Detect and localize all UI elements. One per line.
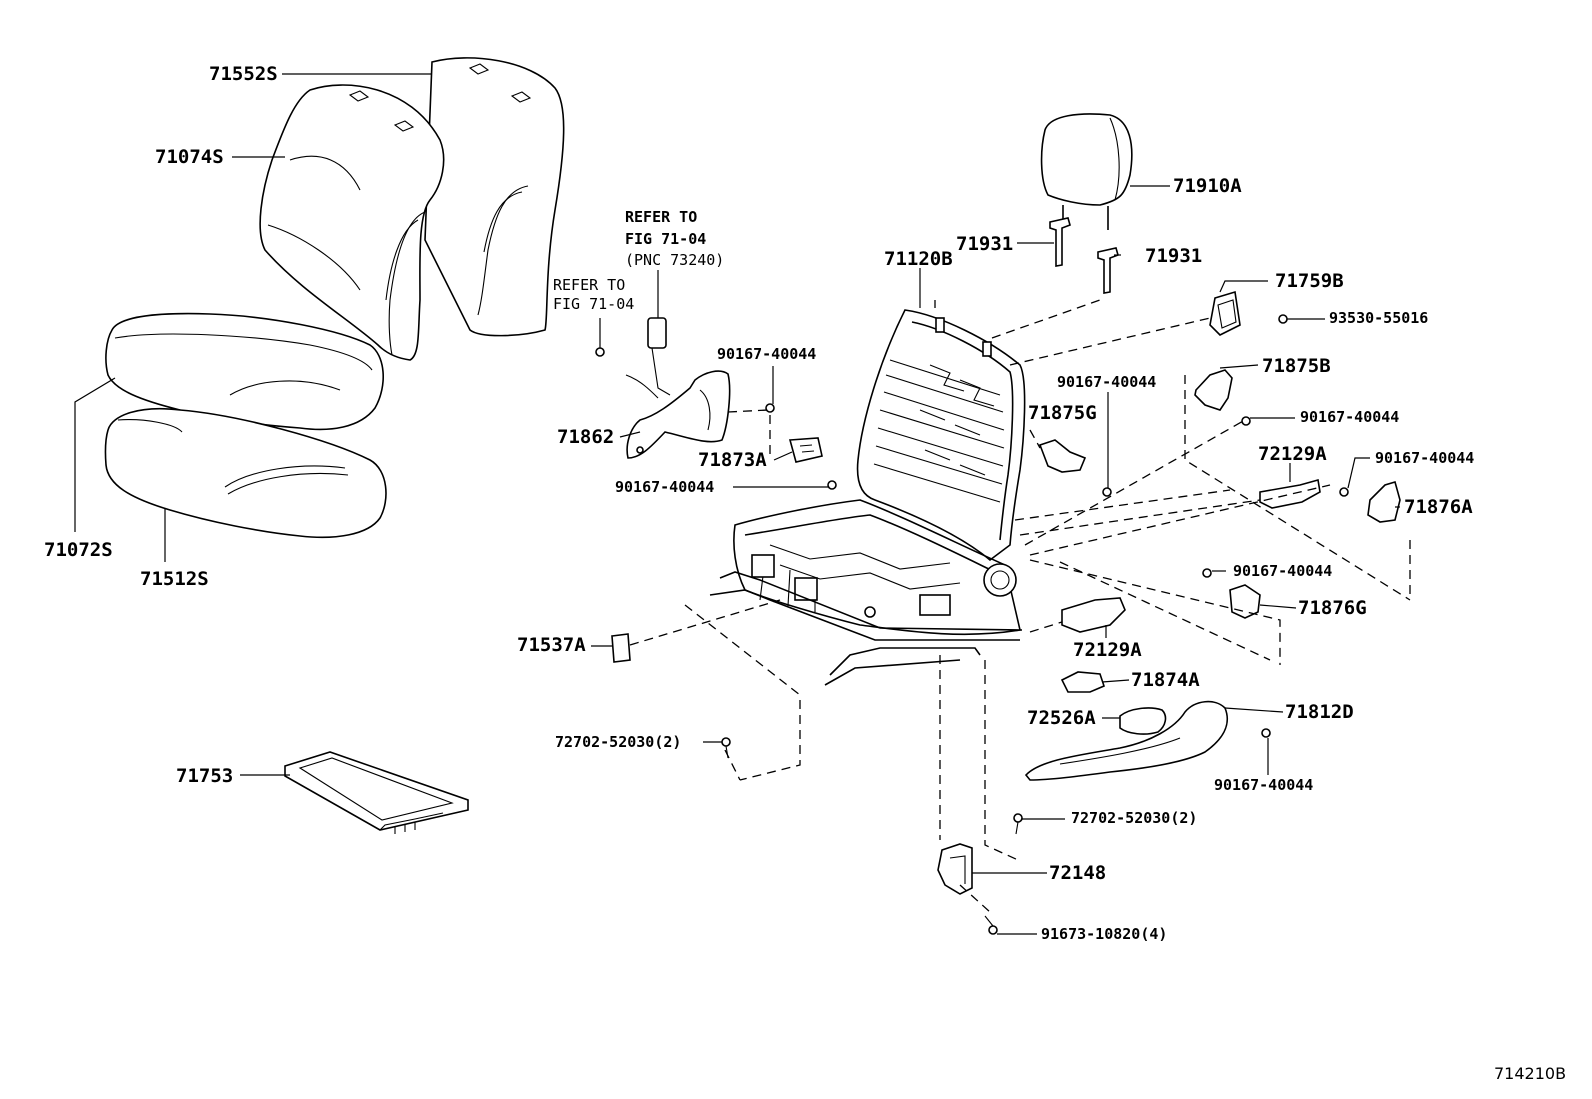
label-71862: 71862 <box>557 426 615 448</box>
knob-71759B <box>1209 290 1241 336</box>
bracket-71874A <box>1060 671 1105 693</box>
label-71875B: 71875B <box>1262 355 1331 377</box>
reference-note-1-line3: (PNC 73240) <box>625 251 725 269</box>
label-90167-40044-a: 90167-40044 <box>615 478 715 496</box>
label-71512S: 71512S <box>140 568 209 590</box>
label-71875G: 71875G <box>1028 402 1097 424</box>
label-90167-40044-e: 90167-40044 <box>1375 449 1475 467</box>
label-71120B: 71120B <box>884 248 953 270</box>
label-71753: 71753 <box>176 765 234 787</box>
reference-note-1-line1: REFER TO <box>625 208 698 226</box>
label-71074S: 71074S <box>155 146 224 168</box>
label-72526A: 72526A <box>1027 707 1096 729</box>
reference-note-1-line2: FIG 71-04 <box>625 230 707 248</box>
label-93530-55016: 93530-55016 <box>1329 309 1429 327</box>
label-71931-left: 71931 <box>956 233 1014 255</box>
label-72702-52030-left: 72702-52030(2) <box>555 733 682 751</box>
label-72148: 72148 <box>1049 862 1107 884</box>
label-71537A: 71537A <box>517 634 586 656</box>
headrest-support-71931-right <box>1097 247 1119 294</box>
label-90167-40044-c: 90167-40044 <box>1057 373 1157 391</box>
label-71876A: 71876A <box>1404 496 1473 518</box>
cover-72129A-lower <box>1061 597 1126 633</box>
seat-frame-71120B <box>709 309 1026 686</box>
seat-shield-71753 <box>284 751 469 834</box>
side-shield-71862 <box>626 370 731 459</box>
seatbelt-buckle-part <box>595 317 671 399</box>
cover-71875B <box>1194 369 1233 411</box>
label-72702-52030-right: 72702-52030(2) <box>1071 809 1198 827</box>
cover-71876A <box>1367 480 1401 523</box>
reference-note-2-line1: REFER TO <box>553 276 626 294</box>
label-71812D: 71812D <box>1285 701 1354 723</box>
seatback-cover-rear <box>424 57 565 337</box>
leader-lines <box>74 73 1400 935</box>
label-90167-40044-b: 90167-40044 <box>717 345 817 363</box>
seat-cushion-cover <box>105 312 385 431</box>
label-71759B: 71759B <box>1275 270 1344 292</box>
cover-72129A-upper <box>1259 478 1321 509</box>
headrest-support-71931-left <box>1049 217 1071 267</box>
label-71876G: 71876G <box>1298 597 1367 619</box>
label-71874A: 71874A <box>1131 669 1200 691</box>
label-71072S: 71072S <box>44 539 113 561</box>
seat-cushion-pad <box>104 407 387 539</box>
cover-71875G <box>1038 439 1087 473</box>
headrest-71910A <box>1040 113 1133 230</box>
bracket-71873A <box>788 437 823 463</box>
figure-id: 714210B <box>1494 1064 1567 1083</box>
label-71910A: 71910A <box>1173 175 1242 197</box>
label-72129A-upper: 72129A <box>1258 443 1327 465</box>
bracket-72148 <box>937 843 973 895</box>
seatback-cover-front <box>259 84 445 361</box>
label-91673-10820: 91673-10820(4) <box>1041 925 1168 943</box>
assembly-dashed-lines <box>629 299 1411 913</box>
cover-71876G <box>1229 584 1261 619</box>
reference-note-2-line2: FIG 71-04 <box>553 295 635 313</box>
label-71552S: 71552S <box>209 63 278 85</box>
label-72129A-lower: 72129A <box>1073 639 1142 661</box>
label-90167-40044-d: 90167-40044 <box>1300 408 1400 426</box>
cap-71537A <box>611 633 631 663</box>
knob-72526A <box>1119 707 1167 735</box>
label-71931-right: 71931 <box>1145 245 1203 267</box>
label-90167-40044-f: 90167-40044 <box>1233 562 1333 580</box>
label-90167-40044-g: 90167-40044 <box>1214 776 1314 794</box>
label-71873A: 71873A <box>698 449 767 471</box>
